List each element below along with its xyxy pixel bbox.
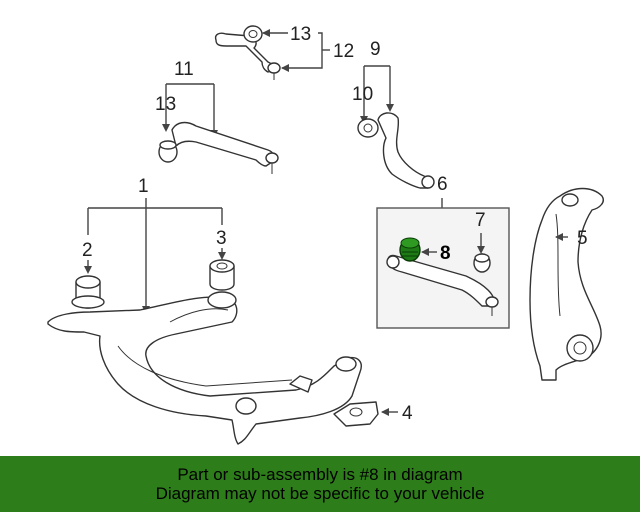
info-banner: Part or sub-assembly is #8 in diagram Di… — [0, 456, 640, 512]
callout-5: 5 — [577, 228, 588, 249]
callout-4: 4 — [402, 403, 413, 424]
callout-6: 6 — [437, 174, 448, 195]
bushing-8-highlight[interactable] — [399, 237, 421, 262]
subframe-crossmember[interactable] — [47, 296, 362, 445]
lower-control-arm-6[interactable] — [386, 254, 499, 316]
callout-13-top: 13 — [290, 24, 311, 45]
callout-10: 10 — [352, 84, 373, 105]
bushing-3[interactable] — [207, 259, 237, 309]
banner-line-2: Diagram may not be specific to your vehi… — [155, 484, 485, 503]
bushing-7[interactable] — [473, 253, 491, 273]
callout-8: 8 — [440, 243, 451, 264]
callout-3: 3 — [216, 228, 227, 249]
mount-bracket-4[interactable] — [333, 401, 379, 427]
callout-7: 7 — [475, 210, 486, 231]
lower-control-arm-9[interactable] — [357, 112, 435, 189]
callout-11: 11 — [174, 59, 194, 80]
callout-9: 9 — [370, 39, 381, 60]
bushing-2[interactable] — [71, 275, 105, 309]
upper-control-arm-left[interactable] — [158, 121, 279, 174]
parts-diagram: 13 12 11 13 9 10 6 — [47, 24, 604, 445]
steering-knuckle[interactable] — [529, 187, 604, 381]
banner-line-1: Part or sub-assembly is #8 in diagram — [177, 465, 463, 484]
callout-2: 2 — [82, 240, 93, 261]
callout-1: 1 — [138, 176, 149, 197]
upper-control-arm-top[interactable] — [214, 25, 281, 80]
callout-13-left: 13 — [155, 94, 176, 115]
callout-12: 12 — [333, 41, 354, 62]
